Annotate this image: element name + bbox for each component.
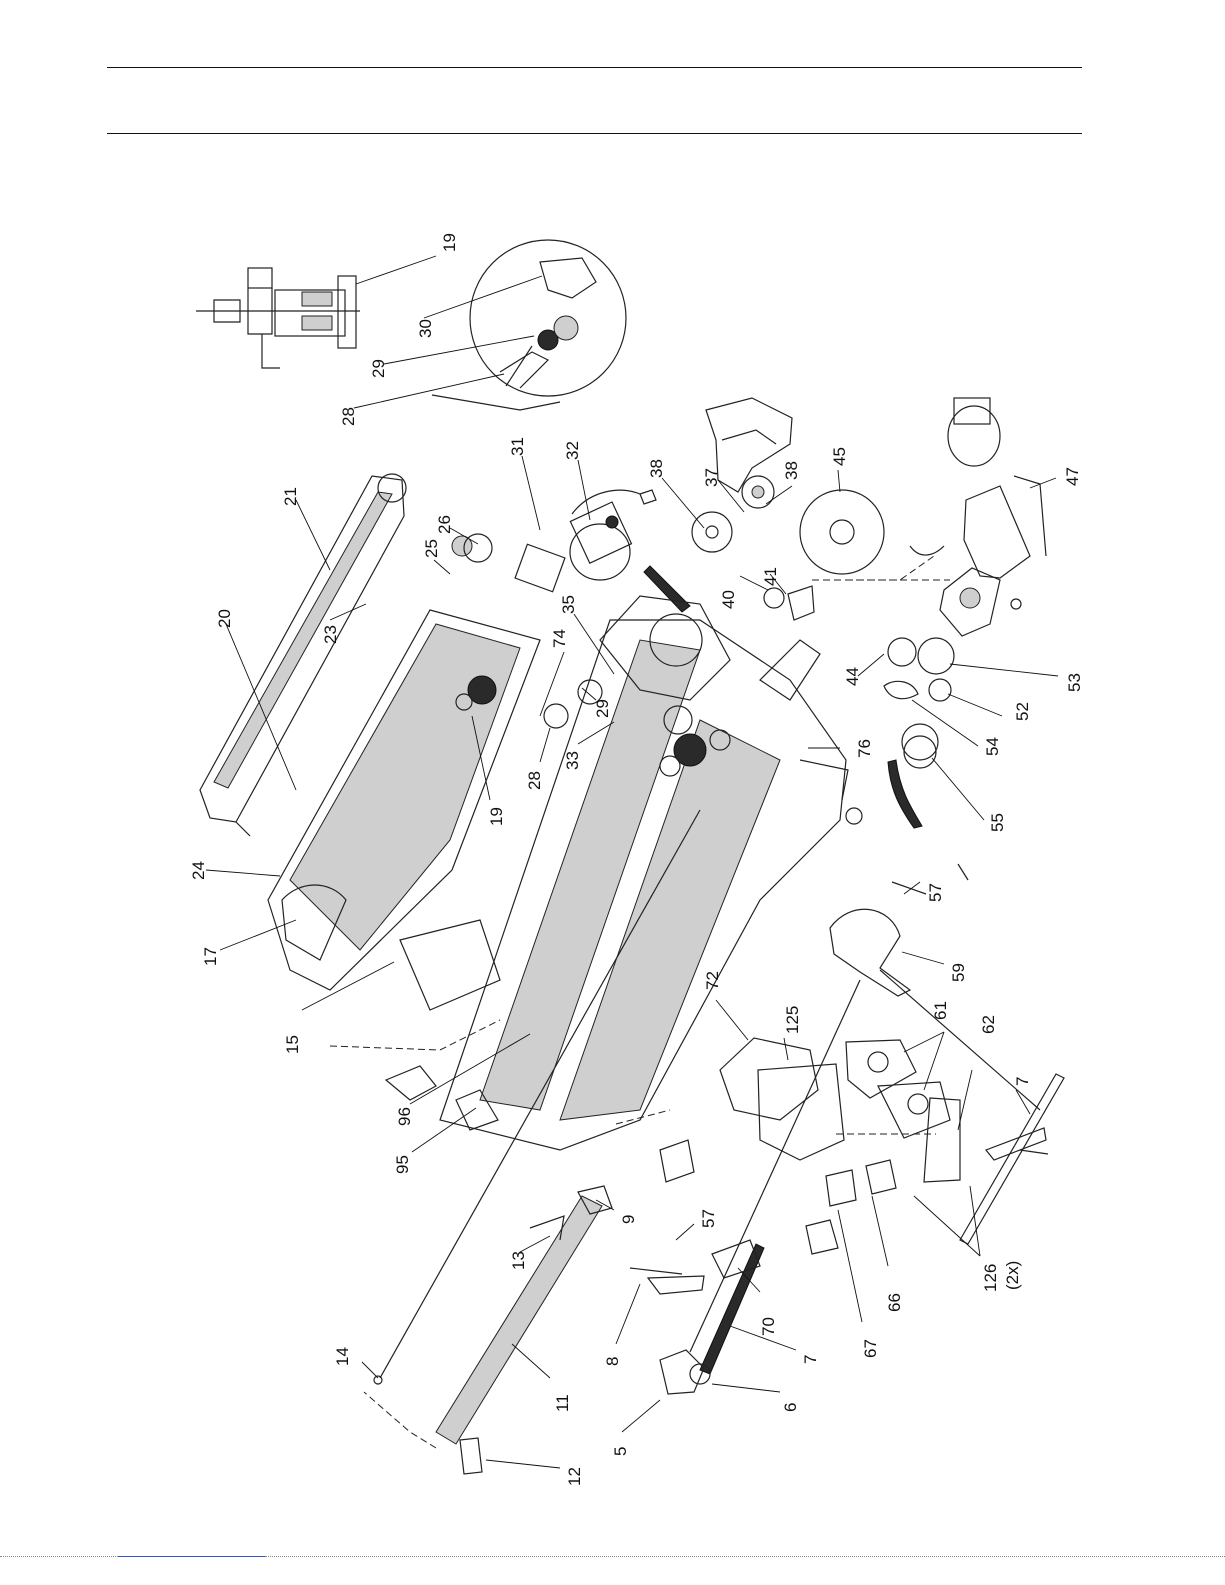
callout-19-top: 19 (440, 233, 459, 252)
callout-30: 30 (416, 319, 435, 338)
callout-21: 21 (281, 487, 300, 506)
callout-126: 126 (981, 1264, 1000, 1292)
callout-62: 62 (979, 1015, 998, 1034)
callout-13: 13 (509, 1251, 528, 1270)
guide-bar-7-right (960, 1074, 1064, 1244)
callout-6: 6 (781, 1403, 800, 1412)
callout-7-bottom: 7 (801, 1355, 820, 1364)
callout-8: 8 (603, 1357, 622, 1366)
callout-38-right: 38 (782, 461, 801, 480)
callout-28-middle: 28 (525, 771, 544, 790)
callout-40: 40 (719, 590, 738, 609)
rack-11 (436, 1186, 612, 1444)
callout-25: 25 (422, 539, 441, 558)
callout-31: 31 (508, 437, 527, 456)
callout-29-middle: 29 (593, 699, 612, 718)
callout-54: 54 (983, 737, 1002, 756)
callout-57-bottom: 57 (699, 1209, 718, 1228)
carriage-assembly (660, 1038, 950, 1206)
callout-28-detail: 28 (339, 407, 358, 426)
callout-41: 41 (761, 567, 780, 586)
callout-33: 33 (563, 751, 582, 770)
callout-67: 67 (861, 1339, 880, 1358)
callout-24: 24 (189, 861, 208, 880)
callout-53: 53 (1065, 673, 1084, 692)
callout-37: 37 (702, 468, 721, 487)
callout-74: 74 (550, 629, 569, 648)
callout-12: 12 (565, 1467, 584, 1486)
callout-47: 47 (1063, 467, 1082, 486)
callout-11: 11 (553, 1394, 572, 1412)
callout-76: 76 (855, 739, 874, 758)
callout-32: 32 (563, 441, 582, 460)
callout-20: 20 (215, 609, 234, 628)
callout-61: 61 (931, 1001, 950, 1020)
callout-38-left: 38 (647, 459, 666, 478)
callout-66: 66 (885, 1293, 904, 1312)
callout-72: 72 (703, 971, 722, 990)
callout-26: 26 (435, 515, 454, 534)
callout-35: 35 (559, 595, 578, 614)
callout-59: 59 (949, 963, 968, 982)
callout-45: 45 (830, 447, 849, 466)
callout-7-right: 7 (1013, 1077, 1032, 1086)
footer-rule-left (0, 1556, 118, 1557)
callout-23: 23 (321, 625, 340, 644)
callout-14: 14 (333, 1347, 352, 1366)
callout-15: 15 (283, 1035, 302, 1054)
motor-cap (948, 398, 1000, 466)
callout-29-detail: 29 (369, 359, 388, 378)
callout-70: 70 (759, 1317, 778, 1336)
callout-57-top: 57 (926, 883, 945, 902)
callout-44: 44 (843, 667, 862, 686)
callout-95: 95 (393, 1155, 412, 1174)
callout-55: 55 (988, 813, 1007, 832)
callout-126-quantity: (2x) (1003, 1261, 1022, 1290)
callout-125: 125 (783, 1006, 802, 1034)
guide-rod-bottom (690, 980, 860, 1374)
callout-17: 17 (201, 947, 220, 966)
sector-gear-59 (830, 882, 1040, 1110)
callout-96: 96 (395, 1107, 414, 1126)
footer-rule-right (265, 1556, 1225, 1557)
gear-detail-circle (432, 240, 626, 410)
callout-5: 5 (611, 1447, 630, 1456)
bearing-section-detail (196, 268, 360, 368)
callout-9: 9 (619, 1215, 638, 1224)
footer-link-underline (118, 1556, 265, 1557)
callout-52: 52 (1013, 702, 1032, 721)
callout-19-middle: 19 (487, 807, 506, 826)
